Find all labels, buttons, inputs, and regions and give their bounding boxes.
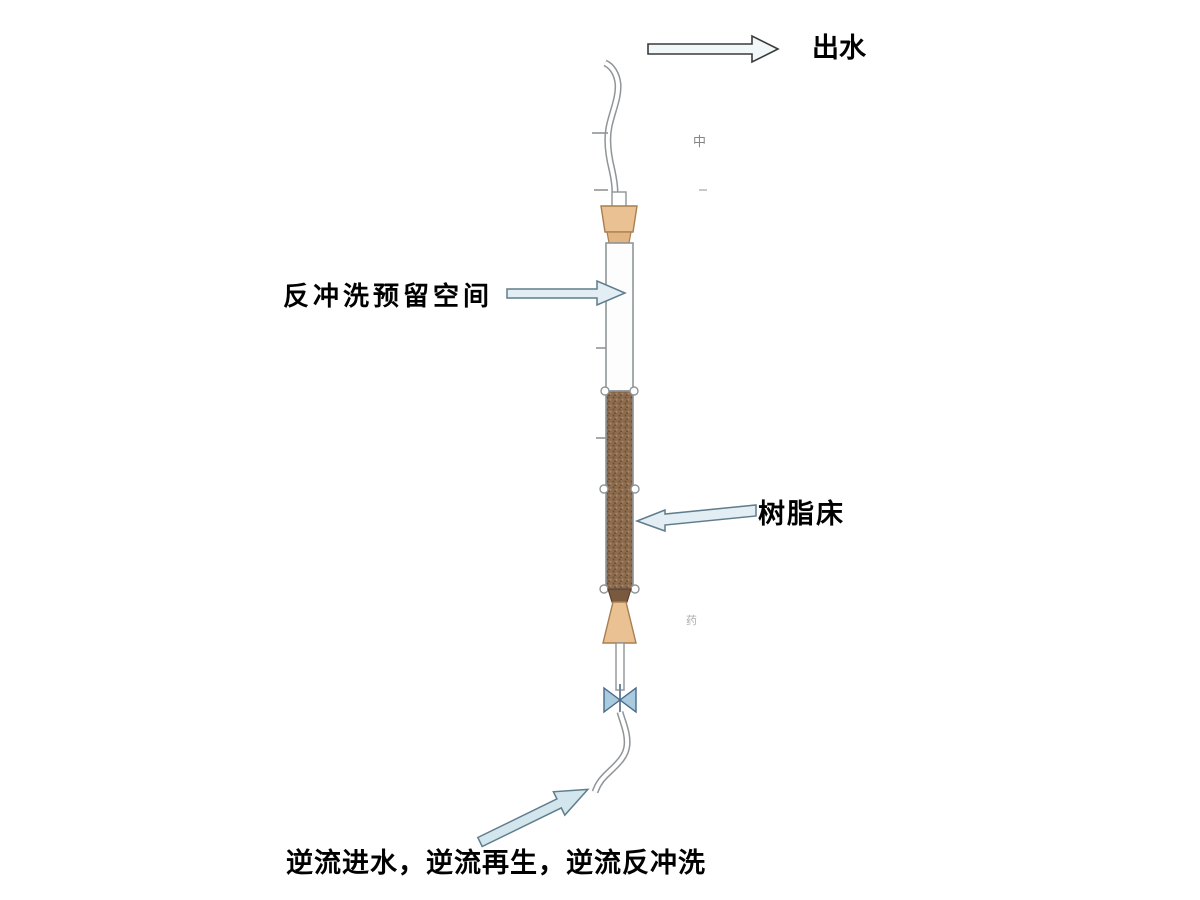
flange-circle [629, 386, 639, 396]
bottom-cone [602, 601, 637, 644]
column-upper-section [605, 242, 634, 392]
outlet-tube [603, 59, 622, 194]
bottom-stopper [607, 588, 632, 603]
inlet-tube [591, 711, 631, 794]
stem-tube [615, 642, 625, 691]
outlet-arrow [647, 34, 780, 64]
flange-circle [599, 584, 609, 594]
flange-circle [600, 386, 610, 396]
resin-bed [605, 390, 634, 590]
resin-arrow [634, 504, 757, 533]
artifact-mark-bottom: 药 [686, 614, 697, 627]
outlet-label: 出水 [812, 33, 866, 63]
valve-icon [603, 684, 637, 716]
column-neck [611, 191, 627, 208]
resin-bed-label: 树脂床 [758, 499, 845, 529]
inlet-arrow [476, 788, 590, 848]
artifact-mark-top: 中 [693, 134, 706, 149]
inlet-label: 逆流进水，逆流再生，逆流反冲洗 [286, 848, 706, 878]
backwash-space-label: 反冲洗预留空间 [283, 282, 494, 311]
backwash-arrow [506, 279, 627, 307]
flange-circle [630, 484, 640, 494]
flange-circle [630, 584, 640, 594]
top-stopper [600, 205, 638, 244]
flange-circle [599, 484, 609, 494]
